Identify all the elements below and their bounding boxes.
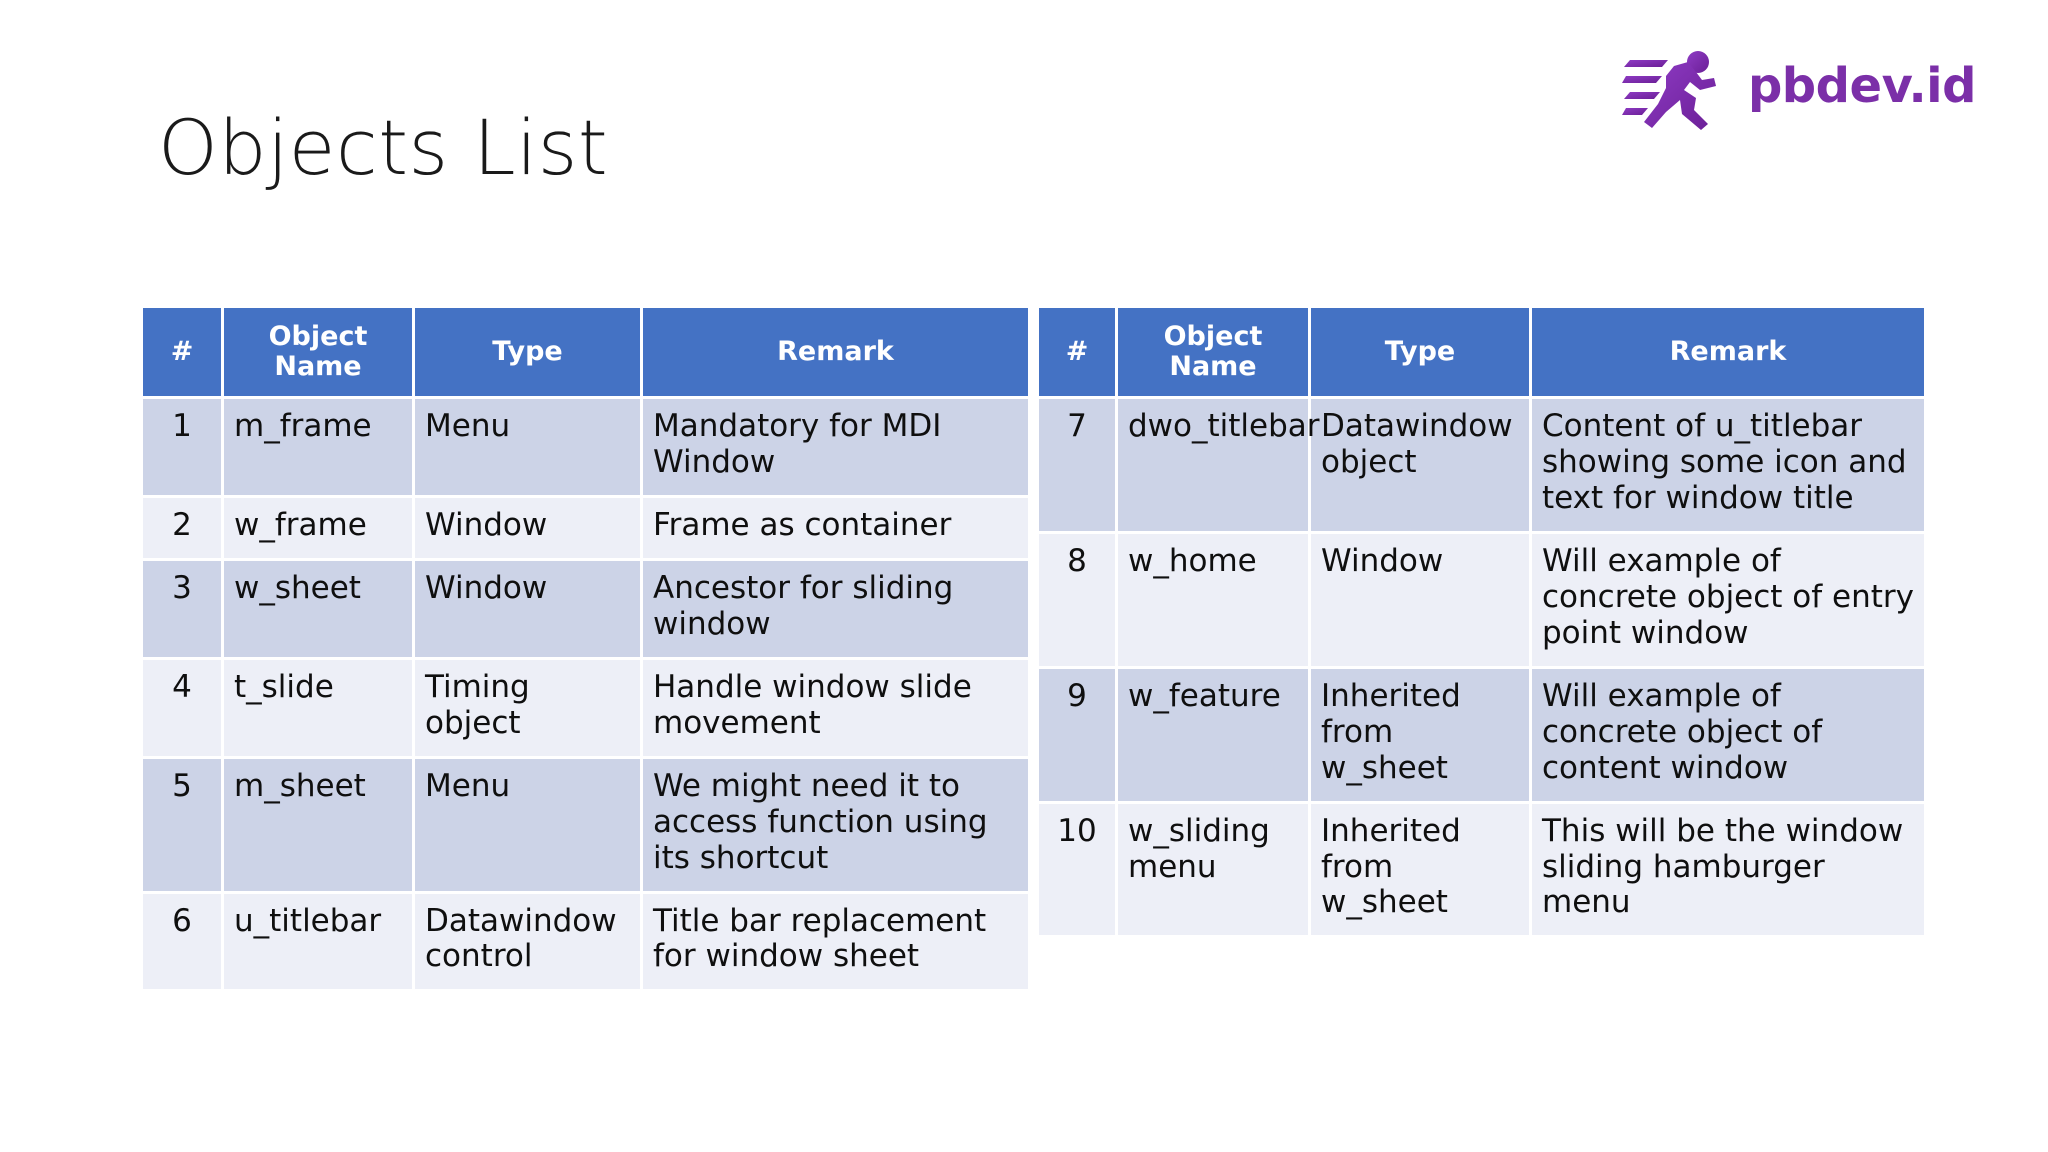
brand-logo: pbdev.id [1621, 40, 1977, 132]
cell-type: Menu [415, 399, 640, 495]
cell-object-name: u_titlebar [224, 893, 412, 990]
cell-number: 5 [143, 758, 221, 891]
cell-type: Datawindow control [415, 893, 640, 990]
cell-number: 7 [1039, 399, 1115, 531]
cell-type: Window [415, 560, 640, 657]
cell-type: Inherited from w_sheet [1311, 803, 1529, 936]
cell-number: 9 [1039, 668, 1115, 801]
cell-number: 3 [143, 560, 221, 657]
cell-remark: Will example of concrete object of entry… [1532, 533, 1924, 666]
cell-type: Window [1311, 533, 1529, 666]
table-row: 3 w_sheet Window Ancestor for sliding wi… [143, 560, 1028, 657]
cell-type: Datawindow object [1311, 399, 1529, 531]
cell-number: 1 [143, 399, 221, 495]
cell-remark: Title bar replacement for window sheet [643, 893, 1028, 990]
table-row: 9 w_feature Inherited from w_sheet Will … [1039, 668, 1924, 801]
table-row: 10 w_sliding menu Inherited from w_sheet… [1039, 803, 1924, 936]
column-header-type: Type [1311, 308, 1529, 396]
cell-remark: Content of u_titlebar showing some icon … [1532, 399, 1924, 531]
cell-remark: Mandatory for MDI Window [643, 399, 1028, 495]
cell-object-name: dwo_titlebar [1118, 399, 1320, 531]
cell-remark: Handle window slide movement [643, 659, 1028, 756]
cell-number: 6 [143, 893, 221, 990]
cell-object-name: w_home [1118, 533, 1308, 666]
table-row: 5 m_sheet Menu We might need it to acces… [143, 758, 1028, 891]
column-header-number: # [1039, 308, 1115, 396]
table-row: 1 m_frame Menu Mandatory for MDI Window [143, 399, 1028, 495]
cell-number: 10 [1039, 803, 1115, 936]
table-header-row: # Object Name Type Remark [143, 308, 1028, 396]
table-row: 7 dwo_titlebar Datawindow object Content… [1039, 399, 1924, 531]
object-name-line-2: Name [274, 351, 362, 382]
cell-object-name: w_frame [224, 497, 412, 558]
cell-number: 8 [1039, 533, 1115, 666]
object-name-line-1: Object [1163, 320, 1263, 352]
cell-remark: This will be the window sliding hamburge… [1532, 803, 1924, 936]
table-row: 8 w_home Window Will example of concrete… [1039, 533, 1924, 666]
cell-object-name: m_sheet [224, 758, 412, 891]
brand-name: pbdev.id [1747, 58, 1977, 114]
object-name-line-1: Object [268, 320, 368, 352]
table-row: 2 w_frame Window Frame as container [143, 497, 1028, 558]
column-header-remark: Remark [643, 308, 1028, 396]
table-row: 6 u_titlebar Datawindow control Title ba… [143, 893, 1028, 990]
cell-object-name: w_sheet [224, 560, 412, 657]
cell-type: Inherited from w_sheet [1311, 668, 1529, 801]
column-header-object-name: Object Name [224, 308, 412, 396]
column-header-object-name: Object Name [1118, 308, 1308, 396]
column-header-number: # [143, 308, 221, 396]
cell-remark: Will example of concrete object of conte… [1532, 668, 1924, 801]
objects-table-right: # Object Name Type Remark 7 dwo_titlebar… [1036, 305, 1927, 938]
table-header-row: # Object Name Type Remark [1039, 308, 1924, 396]
cell-type: Timing object [415, 659, 640, 756]
cell-remark: Frame as container [643, 497, 1028, 558]
page-title: Objects List [158, 103, 609, 192]
cell-remark: We might need it to access function usin… [643, 758, 1028, 891]
cell-object-name: t_slide [224, 659, 412, 756]
cell-object-name: m_frame [224, 399, 412, 495]
object-name-line-2: Name [1169, 351, 1257, 382]
cell-number: 2 [143, 497, 221, 558]
cell-object-name: w_feature [1118, 668, 1308, 801]
cell-remark: Ancestor for sliding window [643, 560, 1028, 657]
objects-table-left: # Object Name Type Remark 1 m_frame Menu… [140, 305, 1031, 992]
cell-number: 4 [143, 659, 221, 756]
column-header-remark: Remark [1532, 308, 1924, 396]
column-header-type: Type [415, 308, 640, 396]
running-man-icon [1621, 51, 1716, 130]
table-row: 4 t_slide Timing object Handle window sl… [143, 659, 1028, 756]
cell-object-name: w_sliding menu [1118, 803, 1308, 936]
cell-type: Window [415, 497, 640, 558]
cell-type: Menu [415, 758, 640, 891]
